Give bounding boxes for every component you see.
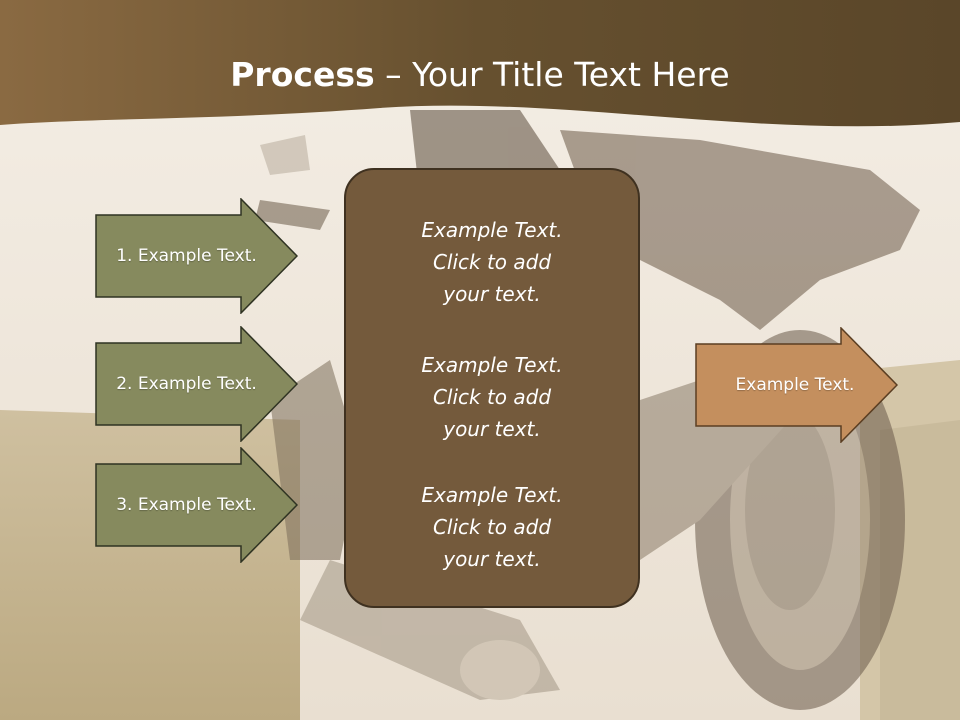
title-bold: Process <box>230 55 375 94</box>
center-block-3-line3: your text. <box>443 547 541 571</box>
center-block-3-line2: Click to add <box>432 515 552 539</box>
center-text-box[interactable]: Example Text. Click to add your text. Ex… <box>344 168 640 608</box>
title-rest: – Your Title Text Here <box>374 55 730 94</box>
right-arrow-label: Example Text. <box>735 375 855 395</box>
left-arrow-2-label: 2. Example Text. <box>116 374 257 394</box>
center-block-1-line2: Click to add <box>432 250 552 274</box>
left-arrow-1[interactable]: 1. Example Text. <box>95 198 298 314</box>
center-block-1-line1: Example Text. <box>421 218 563 242</box>
slide-title: Process – Your Title Text Here <box>0 52 960 98</box>
center-block-2: Example Text. Click to add your text. <box>346 349 638 445</box>
right-arrow[interactable]: Example Text. <box>695 327 898 443</box>
center-block-2-line3: your text. <box>443 417 541 441</box>
center-block-3: Example Text. Click to add your text. <box>346 479 638 575</box>
center-block-1: Example Text. Click to add your text. <box>346 214 638 310</box>
left-arrow-2[interactable]: 2. Example Text. <box>95 326 298 442</box>
center-block-2-line2: Click to add <box>432 385 552 409</box>
center-block-1-line3: your text. <box>443 282 541 306</box>
left-arrow-3[interactable]: 3. Example Text. <box>95 447 298 563</box>
center-block-2-line1: Example Text. <box>421 353 563 377</box>
left-arrow-1-label: 1. Example Text. <box>116 246 257 266</box>
center-block-3-line1: Example Text. <box>421 483 563 507</box>
left-arrow-3-label: 3. Example Text. <box>116 495 257 515</box>
